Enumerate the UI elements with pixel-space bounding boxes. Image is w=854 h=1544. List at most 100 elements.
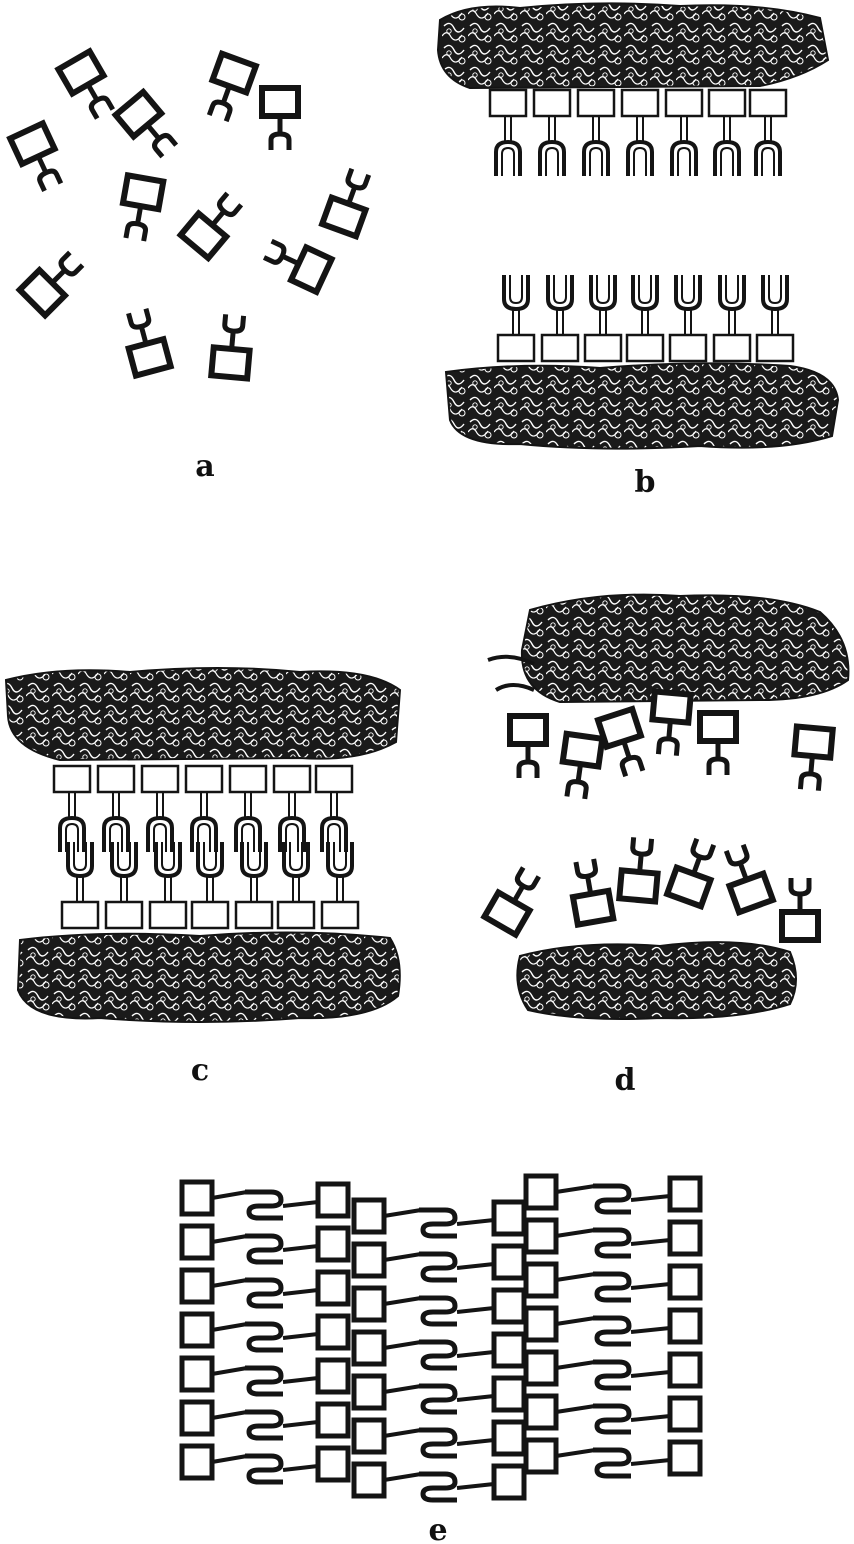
- head-group: [315, 1445, 351, 1483]
- molecule: [320, 840, 360, 930]
- tail: [211, 1190, 248, 1200]
- tail: [630, 1458, 671, 1466]
- molecule: [484, 863, 546, 935]
- tail: [282, 1376, 319, 1384]
- interlocked-chain: [593, 1447, 632, 1479]
- tail: [383, 1208, 422, 1218]
- head-group: [491, 1331, 527, 1369]
- interlocked-chain: [419, 1427, 458, 1459]
- molecule: [234, 840, 274, 930]
- panel-c-top-molecules: [52, 764, 354, 854]
- molecule: [322, 166, 377, 237]
- head-group: [523, 1437, 559, 1475]
- molecule: [558, 734, 602, 800]
- tail: [456, 1438, 495, 1446]
- molecule: [782, 878, 818, 940]
- molecule: [190, 840, 230, 930]
- panel-b-top-molecules: [488, 88, 788, 178]
- panel-b: [436, 2, 840, 450]
- molecule: [148, 840, 188, 930]
- lattice-unit: [351, 1329, 527, 1371]
- molecule: [668, 273, 708, 363]
- head-group: [523, 1305, 559, 1343]
- head-group: [667, 1175, 703, 1213]
- lattice-unit: [523, 1261, 703, 1303]
- head-group: [315, 1269, 351, 1307]
- molecule: [619, 837, 660, 902]
- tail: [383, 1472, 422, 1482]
- molecule: [496, 273, 536, 363]
- lattice-unit: [523, 1349, 703, 1391]
- molecule: [60, 840, 100, 930]
- tail: [282, 1200, 319, 1208]
- head-group: [667, 1263, 703, 1301]
- molecule: [140, 764, 180, 854]
- interlocked-chain: [419, 1295, 458, 1327]
- head-group: [351, 1373, 387, 1411]
- panel-d-bottom-coil-layer: [516, 941, 797, 1020]
- molecule: [10, 123, 69, 194]
- molecule: [272, 764, 312, 854]
- head-group: [351, 1461, 387, 1499]
- tail: [555, 1228, 596, 1238]
- head-group: [523, 1217, 559, 1255]
- interlocked-chain: [245, 1277, 284, 1309]
- tail: [456, 1350, 495, 1358]
- tail: [630, 1238, 671, 1246]
- lattice-unit: [351, 1461, 527, 1503]
- interlocked-chain: [593, 1227, 632, 1259]
- head-group: [315, 1357, 351, 1395]
- head-group: [315, 1313, 351, 1351]
- head-group: [667, 1307, 703, 1345]
- lattice-unit: [179, 1267, 351, 1309]
- head-group: [523, 1261, 559, 1299]
- interlocked-chain: [419, 1207, 458, 1239]
- molecule: [707, 88, 747, 178]
- interlocked-chain: [419, 1251, 458, 1283]
- head-group: [491, 1199, 527, 1237]
- head-group: [351, 1329, 387, 1367]
- lattice-unit: [523, 1437, 703, 1479]
- molecule: [201, 54, 256, 125]
- molecule: [184, 764, 224, 854]
- tail: [555, 1448, 596, 1458]
- head-group: [315, 1181, 351, 1219]
- head-group: [351, 1241, 387, 1279]
- head-group: [179, 1355, 215, 1393]
- lattice-unit: [523, 1173, 703, 1215]
- panel-e: [179, 1173, 703, 1503]
- interlocked-chain: [245, 1365, 284, 1397]
- tail: [555, 1272, 596, 1282]
- tail: [630, 1370, 671, 1378]
- head-group: [351, 1285, 387, 1323]
- head-group: [315, 1401, 351, 1439]
- molecule: [120, 306, 171, 375]
- interlocked-chain: [593, 1315, 632, 1347]
- tail: [282, 1288, 319, 1296]
- head-group: [179, 1443, 215, 1481]
- interlocked-chain: [593, 1359, 632, 1391]
- lattice-unit: [351, 1373, 527, 1415]
- tail: [630, 1194, 671, 1202]
- tail: [630, 1326, 671, 1334]
- head-group: [179, 1179, 215, 1217]
- molecule: [260, 233, 331, 292]
- tail: [211, 1234, 248, 1244]
- panel-label-b: b: [635, 465, 656, 500]
- tail: [456, 1306, 495, 1314]
- head-group: [179, 1399, 215, 1437]
- molecule: [228, 764, 268, 854]
- molecule: [620, 88, 660, 178]
- interlocked-chain: [593, 1183, 632, 1215]
- panel-a: [10, 51, 377, 378]
- molecule: [116, 92, 183, 163]
- molecule: [540, 273, 580, 363]
- molecule: [314, 764, 354, 854]
- tail: [456, 1394, 495, 1402]
- tail: [282, 1464, 319, 1472]
- lattice-unit: [351, 1417, 527, 1459]
- panel-b-top-coil-layer: [436, 2, 830, 90]
- panel-d-top-coil-layer: [520, 593, 850, 704]
- interlocked-chain: [245, 1409, 284, 1441]
- lattice-unit: [523, 1305, 703, 1347]
